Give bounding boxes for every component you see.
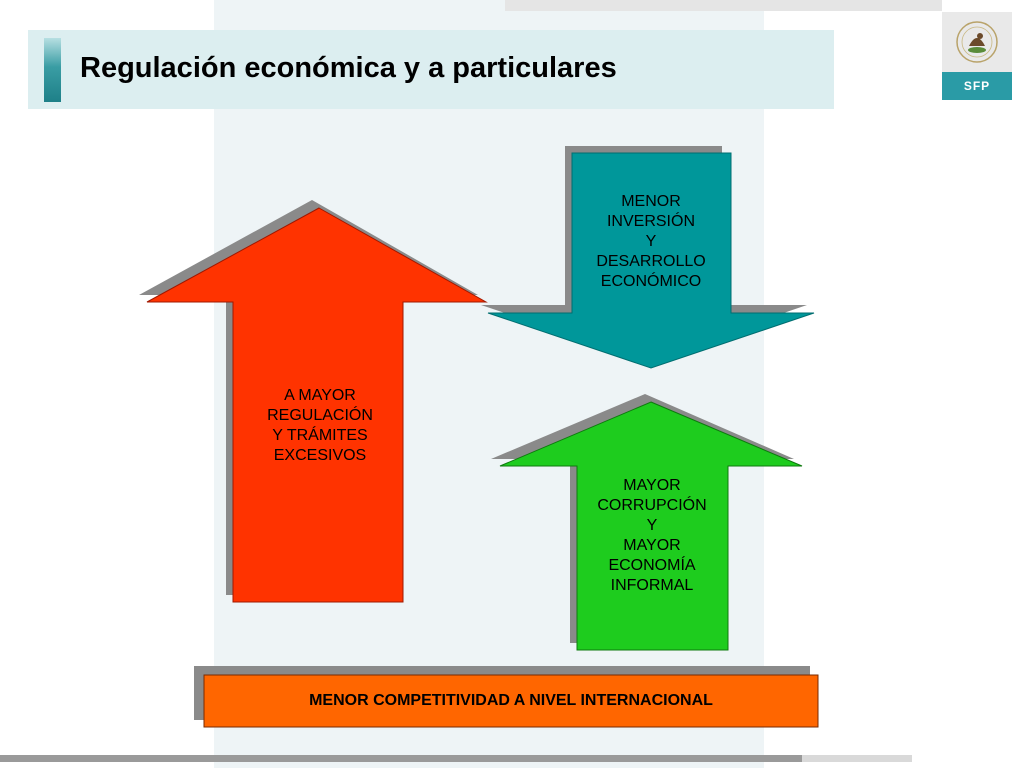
red-up-arrow	[146, 207, 488, 603]
top-decorative-bar	[505, 0, 942, 11]
page-title: Regulación económica y a particulares	[80, 52, 617, 84]
green-arrow-line: CORRUPCIÓN	[597, 497, 707, 514]
teal-arrow-label: MENOR INVERSIÓN Y DESARROLLO ECONÓMICO	[574, 192, 728, 292]
teal-arrow-line: MENOR	[621, 193, 681, 210]
red-arrow-line: EXCESIVOS	[273, 447, 367, 464]
sfp-logo-label: SFP	[942, 72, 1012, 100]
bottom-decorative-bar-light	[802, 755, 912, 762]
teal-arrow-line: Y	[645, 233, 657, 250]
title-accent-bar	[44, 38, 61, 102]
red-arrow-line: REGULACIÓN	[267, 407, 373, 424]
bottom-box	[203, 674, 819, 728]
teal-down-arrow	[487, 152, 815, 369]
red-arrow-line: Y TRÁMITES	[272, 427, 368, 444]
teal-arrow-line: DESARROLLO	[596, 253, 706, 270]
green-arrow-line: INFORMAL	[610, 577, 694, 594]
bottom-decorative-bar	[0, 755, 802, 762]
coat-of-arms-icon	[942, 12, 1012, 72]
green-arrow-line: ECONOMÍA	[608, 557, 696, 574]
teal-arrow-line: INVERSIÓN	[606, 213, 695, 230]
green-up-arrow	[499, 401, 803, 651]
title-banner	[28, 30, 834, 109]
green-arrow-label: MAYOR CORRUPCIÓN Y MAYOR ECONOMÍA INFORM…	[578, 476, 726, 596]
bottom-box-label: MENOR COMPETITIVIDAD A NIVEL INTERNACION…	[309, 692, 713, 709]
red-arrow-label: A MAYOR REGULACIÓN Y TRÁMITES EXCESIVOS	[240, 386, 400, 466]
green-arrow-line: Y	[646, 517, 658, 534]
green-arrow-line: MAYOR	[623, 537, 681, 554]
green-arrow-line: MAYOR	[623, 477, 681, 494]
red-arrow-line: A MAYOR	[284, 387, 356, 404]
teal-arrow-line: ECONÓMICO	[600, 273, 702, 290]
